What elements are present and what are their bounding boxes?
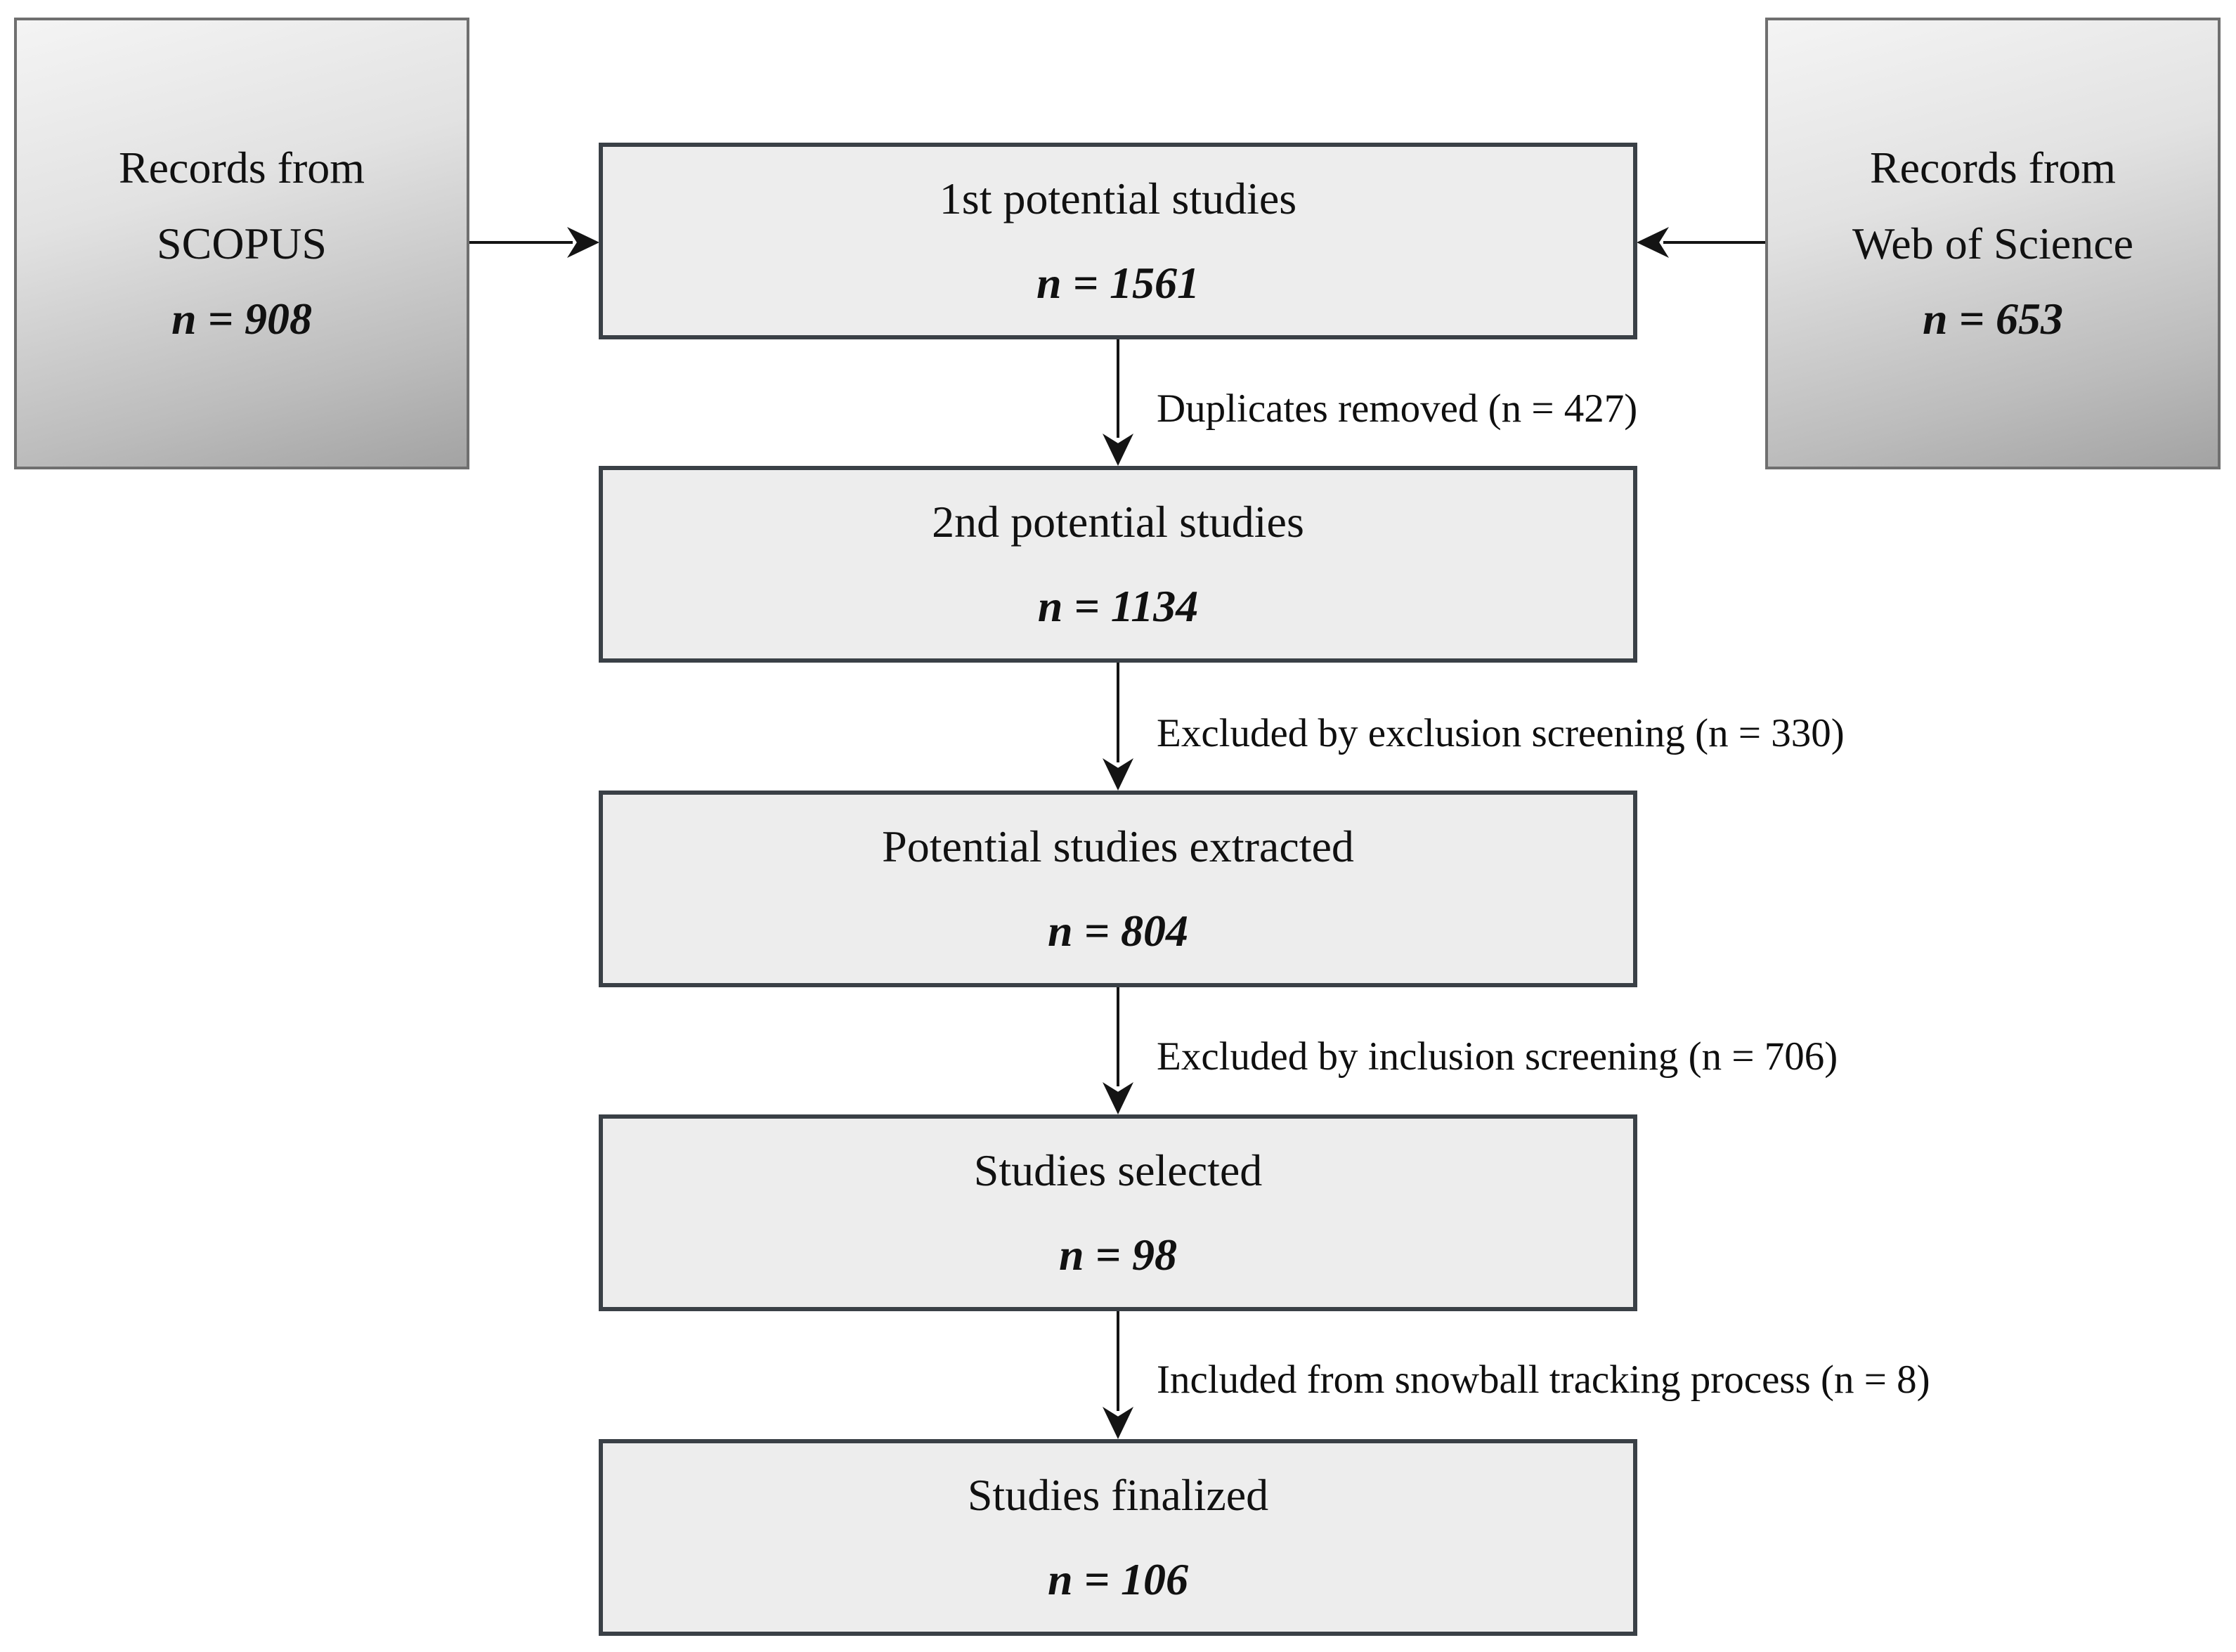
source-label-line2: Web of Science [1852,218,2133,268]
arrow-down-icon [1103,434,1133,466]
stage-count: n = 1561 [1036,258,1200,308]
source-label-line1: Records from [118,143,365,193]
stage-count: n = 106 [1047,1554,1189,1604]
stage-count: n = 804 [1047,906,1189,956]
arrow-stage1-to-stage2 [1103,339,1133,466]
source-box-web-of-science: Records from Web of Science n = 653 [1765,18,2221,469]
arrow-down-icon [1103,1082,1133,1114]
arrow-down-icon [1103,1407,1133,1439]
stage-box-potential-studies-extracted: Potential studies extracted n = 804 [599,791,1637,987]
arrow-shaft [1117,663,1119,762]
arrow-stage2-to-stage3 [1103,663,1133,791]
source-count: n = 653 [1922,294,2064,344]
stage-count: n = 98 [1058,1230,1178,1280]
stage-title: Potential studies extracted [882,821,1354,872]
stage-title: Studies selected [973,1145,1263,1196]
arrow-stage3-to-stage4 [1103,987,1133,1114]
stage-box-1st-potential-studies: 1st potential studies n = 1561 [599,143,1637,339]
source-label-line2: SCOPUS [157,218,327,268]
arrow-shaft [1663,241,1765,244]
stage-title: Studies finalized [967,1470,1269,1521]
arrow-shaft [469,241,573,244]
transition-label-duplicates-removed: Duplicates removed (n = 427) [1157,386,1638,431]
arrow-shaft [1117,1311,1119,1411]
transition-label-snowball-tracking: Included from snowball tracking process … [1157,1358,1930,1402]
source-count: n = 908 [171,294,313,344]
stage-title: 1st potential studies [939,174,1297,224]
stage-count: n = 1134 [1037,581,1199,631]
arrow-down-icon [1103,758,1133,791]
transition-label-exclusion-screening: Excluded by exclusion screening (n = 330… [1157,711,1845,755]
arrow-shaft [1117,987,1119,1086]
stage-title: 2nd potential studies [932,497,1304,547]
arrow-scopus-to-stage1 [469,227,599,258]
arrow-stage4-to-stage5 [1103,1311,1133,1439]
transition-label-inclusion-screening: Excluded by inclusion screening (n = 706… [1157,1034,1838,1079]
arrow-wos-to-stage1 [1637,227,1765,258]
stage-box-studies-selected: Studies selected n = 98 [599,1114,1637,1311]
stage-box-2nd-potential-studies: 2nd potential studies n = 1134 [599,466,1637,663]
stage-box-studies-finalized: Studies finalized n = 106 [599,1439,1637,1636]
source-box-scopus: Records from SCOPUS n = 908 [14,18,469,469]
source-label-line1: Records from [1869,143,2117,193]
arrow-shaft [1117,339,1119,438]
